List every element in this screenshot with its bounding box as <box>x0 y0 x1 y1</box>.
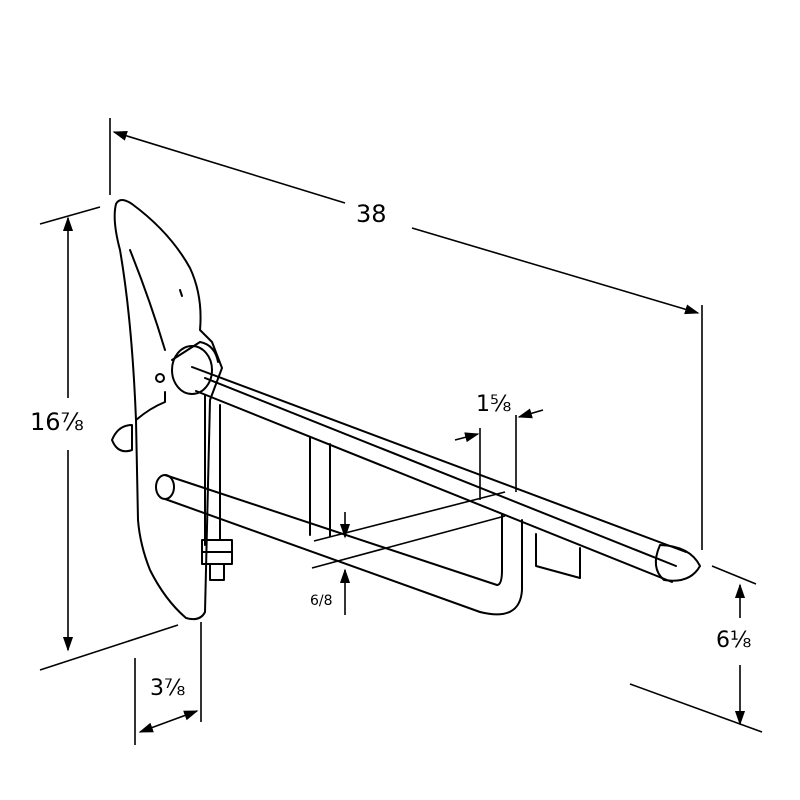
label-bar-gap: 6/8 <box>310 593 333 609</box>
latch-knob <box>201 539 233 581</box>
upper-bar <box>191 366 701 583</box>
hinge <box>171 341 219 395</box>
label-plate-height: 16⅞ <box>30 408 84 436</box>
dimension-bar-diameter <box>454 408 544 500</box>
dimension-plate-depth <box>134 622 202 745</box>
label-lower-offset: 6⅛ <box>716 628 752 653</box>
label-overall-length: 38 <box>356 200 387 228</box>
wall-plate <box>111 199 223 621</box>
support-frame <box>204 394 581 579</box>
dimension-plate-height <box>39 206 179 671</box>
dimension-lower-offset <box>629 565 763 733</box>
dimension-bar-gap <box>311 491 506 615</box>
label-bar-diameter: 1⅝ <box>476 392 512 417</box>
lower-bar <box>155 474 523 616</box>
label-plate-depth: 3⅞ <box>150 676 186 701</box>
dimension-38 <box>109 118 703 550</box>
